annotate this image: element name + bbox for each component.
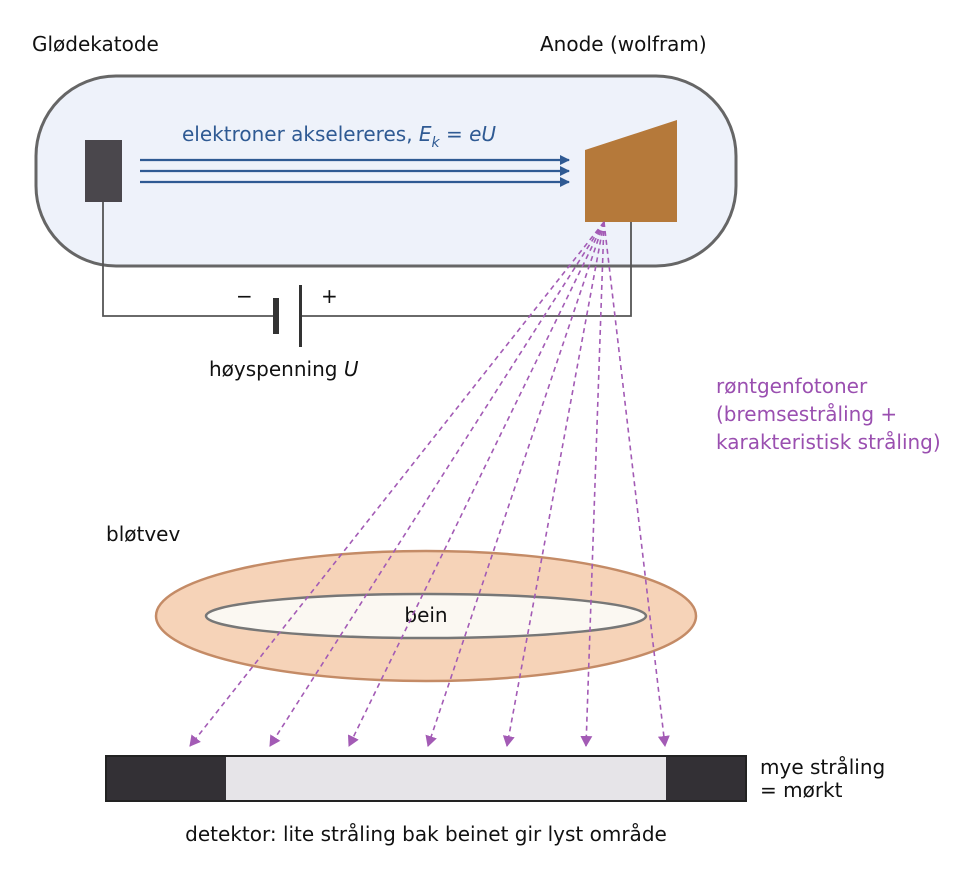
electron-label-eq: = eU [440, 122, 497, 146]
detector-dark-label-line1: mye stråling [760, 755, 885, 779]
detector-light-center [226, 756, 666, 801]
circuit-wire-right [301, 222, 632, 317]
photon-label-line3: karakteristisk stråling) [716, 430, 941, 454]
minus-sign: − [236, 284, 253, 308]
anode [585, 120, 677, 222]
bone-label: bein [404, 603, 447, 627]
electron-label-prefix: elektroner akselereres, [182, 122, 419, 146]
xray-photon-ray [603, 221, 670, 747]
plus-sign: + [321, 284, 338, 308]
detector [105, 755, 747, 802]
battery-negative-plate [273, 298, 279, 334]
detector-dark-label-line2: = mørkt [760, 778, 843, 802]
circuit-wire-left [102, 202, 276, 317]
soft-tissue-label: bløtvev [106, 522, 180, 546]
detector-dark-left [106, 756, 226, 801]
bone [204, 592, 648, 640]
xray-photon-ray [347, 221, 605, 747]
photon-label-line2: (bremsestråling + [716, 402, 897, 426]
voltage-label: høyspenning U [209, 357, 359, 381]
detector-caption: detektor: lite stråling bak beinet gir l… [185, 822, 667, 846]
xray-photon-ray [502, 221, 605, 747]
xray-photon-ray [425, 221, 605, 747]
detector-dark-right [666, 756, 746, 801]
battery-positive-plate [299, 285, 302, 347]
anode-label: Anode (wolfram) [540, 32, 707, 56]
electron-label-E: E [419, 122, 432, 146]
xray-photon-ray [189, 221, 605, 747]
electron-label-k: k [432, 135, 441, 151]
cathode [85, 140, 122, 202]
cathode-label: Glødekatode [32, 32, 159, 56]
voltage-label-U: U [344, 357, 359, 381]
electron-label: elektroner akselereres, Ek = eU [182, 122, 496, 151]
xray-photon-ray [269, 221, 605, 747]
voltage-label-prefix: høyspenning [209, 357, 344, 381]
xray-photon-ray [580, 221, 605, 747]
photon-label-line1: røntgenfotoner [716, 374, 868, 398]
